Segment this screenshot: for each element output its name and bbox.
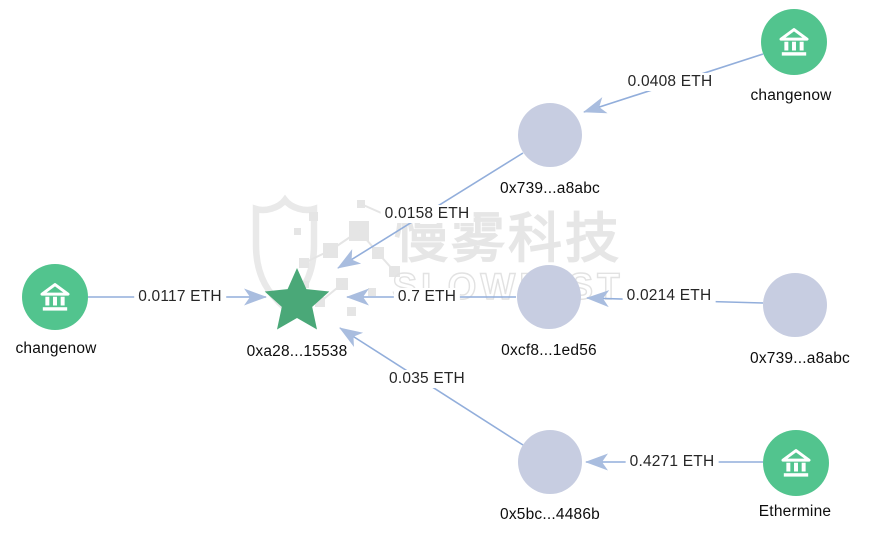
node-0x5bc[interactable] — [518, 430, 582, 494]
node-label-changenow-left: changenow — [15, 340, 97, 357]
bank-icon — [781, 449, 811, 477]
node-label-0xcf8: 0xcf8...1ed56 — [501, 342, 597, 359]
star-icon — [264, 268, 330, 330]
bank-icon — [40, 283, 70, 311]
target-star-node[interactable] — [263, 267, 331, 333]
edge-amount-label: 0.0117 ETH — [134, 288, 226, 306]
node-label-ethermine: Ethermine — [758, 503, 832, 520]
edge-amount-label: 0.7 ETH — [393, 288, 461, 306]
node-0x739-upper[interactable] — [518, 103, 582, 167]
node-label-0x5bc: 0x5bc...4486b — [500, 506, 600, 523]
slowmist-watermark: 慢雾科技 SLOWMIST — [252, 194, 620, 316]
node-0xcf8[interactable] — [517, 265, 581, 329]
edge-amount-label: 0.4271 ETH — [625, 453, 719, 471]
node-changenow-left[interactable] — [22, 264, 88, 330]
pixel-pattern-links — [303, 203, 395, 303]
edge-amount-label: 0.0408 ETH — [623, 73, 717, 91]
node-changenow-top[interactable] — [761, 9, 827, 75]
bank-icon — [779, 28, 809, 56]
node-label-0x739-upper: 0x739...a8abc — [500, 180, 600, 197]
node-0x739-right[interactable] — [763, 273, 827, 337]
edge-amount-label: 0.0214 ETH — [622, 287, 716, 305]
node-label-target: 0xa28...15538 — [246, 343, 348, 360]
edge-amount-label: 0.0158 ETH — [380, 205, 474, 223]
node-label-0x739-right: 0x739...a8abc — [750, 350, 850, 367]
node-label-changenow-top: changenow — [750, 87, 832, 104]
edge-amount-label: 0.035 ETH — [385, 370, 469, 388]
node-ethermine[interactable] — [763, 430, 829, 496]
